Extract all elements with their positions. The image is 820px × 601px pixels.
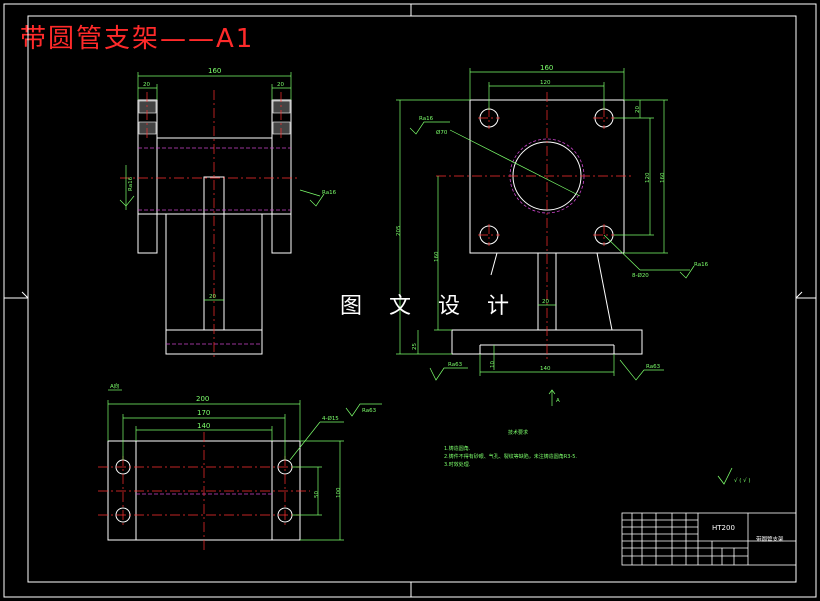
- front-dim-right: 20: [277, 82, 284, 88]
- title-block-material: HT200: [712, 524, 735, 532]
- general-roughness-text: √ ( √ ): [734, 477, 751, 484]
- front-dim-web: 20: [209, 294, 216, 300]
- notes-heading: 技术要求: [508, 429, 528, 436]
- front-view: 160 20 20 20 Ra16 Ra16: [119, 67, 337, 360]
- side-dim-web: 20: [542, 299, 549, 305]
- bottom-dim-50: 50: [314, 491, 320, 498]
- side-dim-base-h: 25: [412, 343, 418, 350]
- side-rough-right: Ra16: [694, 262, 709, 268]
- front-roughness-left: Ra16: [128, 176, 134, 191]
- side-view: 160 120 20 120 160 205 160 25 10 140 20 …: [396, 64, 709, 406]
- side-hole-label: 8-Ø20: [632, 272, 649, 279]
- title-block-name: 带圆管支架: [756, 535, 784, 543]
- side-bore-label: Ø70: [436, 129, 448, 136]
- bottom-roughness: Ra63: [362, 408, 377, 414]
- side-dim-right-3: 160: [660, 172, 666, 183]
- notes-line-3: 3.时效处理.: [444, 461, 471, 468]
- bottom-dim-100: 100: [336, 487, 342, 498]
- technical-notes: 技术要求 1.铸造圆角. 2.铸件不得有砂眼、气孔、裂纹等缺陷，未注铸造圆角R3…: [444, 429, 577, 468]
- side-dim-right-1: 20: [635, 106, 641, 113]
- bottom-dim-140: 140: [197, 422, 210, 430]
- side-view-arrow: A: [556, 398, 560, 404]
- notes-line-1: 1.铸造圆角.: [444, 445, 471, 452]
- bottom-dim-170: 170: [197, 409, 210, 417]
- bottom-view-label: A向: [110, 382, 119, 390]
- title-block: HT200 带圆管支架: [621, 512, 797, 566]
- side-dim-base-small: 10: [490, 361, 496, 368]
- side-dim-inner: 120: [540, 80, 551, 86]
- bottom-hole-label: 4-Ø15: [322, 415, 339, 422]
- sheet-border: [3, 3, 817, 598]
- bottom-view: A向 200 170 140 50 100 4-Ø15 Ra63: [98, 382, 382, 550]
- front-roughness: Ra16: [322, 190, 337, 196]
- side-rough-base-right: Ra63: [646, 364, 661, 370]
- side-dim-right-2: 120: [645, 172, 651, 183]
- side-dim-base-w: 140: [540, 366, 551, 372]
- watermark-text: 图 文 设 计: [340, 294, 519, 319]
- notes-line-2: 2.铸件不得有砂眼、气孔、裂纹等缺陷，未注铸造圆角R3-5.: [444, 453, 577, 460]
- side-rough-base-left: Ra63: [448, 362, 463, 368]
- side-dim-top: 160: [540, 64, 553, 72]
- drawing-title: 带圆管支架——A1: [20, 24, 255, 54]
- front-dim-left: 20: [143, 82, 150, 88]
- bottom-dim-200: 200: [196, 395, 209, 403]
- side-dim-mid: 160: [434, 251, 440, 262]
- general-roughness-symbol: √ ( √ ): [717, 467, 751, 485]
- side-rough-left: Ra16: [419, 116, 434, 122]
- front-dim-top: 160: [208, 67, 221, 75]
- side-dim-height: 205: [396, 225, 402, 236]
